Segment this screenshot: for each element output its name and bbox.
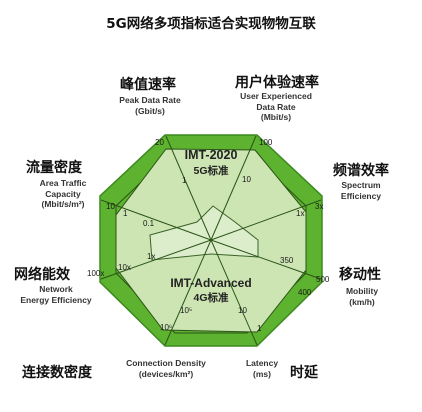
tick-energy-1x: 1x: [147, 252, 155, 261]
spoke-spectrum: [210, 199, 322, 241]
tick-mobility-500: 500: [316, 275, 330, 284]
4g-standard-label: 4G标准: [193, 291, 229, 304]
tick-mobility-350: 350: [280, 256, 294, 265]
label-density-en: Connection Density(devices/km²): [126, 358, 206, 379]
tick-energy-100x: 100x: [87, 269, 104, 278]
tick-peak-20: 20: [155, 138, 164, 147]
spoke-user: [210, 135, 257, 241]
label-density-cn: 连接数密度: [22, 365, 92, 381]
tick-density-10e5: 10⁵: [180, 306, 192, 315]
tick-spectrum-3x: 3x: [315, 202, 323, 211]
label-latency-cn: 时延: [290, 365, 318, 381]
spoke-peak: [165, 135, 212, 241]
label-energy-cn: 网络能效: [14, 267, 70, 283]
spoke-mobility: [210, 239, 322, 280]
label-peak-cn: 峰值速率: [120, 77, 176, 93]
spoke-energy: [100, 239, 212, 280]
tick-traffic-1: 1: [123, 209, 128, 218]
tick-density-10e6: 10⁶: [160, 323, 172, 332]
tick-energy-10x: 10x: [118, 263, 131, 272]
tick-peak-1: 1: [182, 176, 187, 185]
label-spectrum-cn: 频谱效率: [333, 163, 389, 179]
spoke-traffic: [100, 199, 212, 241]
spoke-density: [164, 239, 212, 346]
axis-spokes: [100, 135, 322, 346]
spoke-latency: [210, 239, 258, 346]
label-latency-en: Latency(ms): [245, 358, 279, 379]
imt2020-label: IMT-2020: [185, 148, 238, 162]
5g-standard-label: 5G标准: [193, 164, 229, 177]
diagram-title: 5G网络多项指标适合实现物物互联: [106, 16, 316, 32]
tick-spectrum-1x: 1x: [296, 209, 304, 218]
imt-advanced-label: IMT-Advanced: [170, 276, 251, 290]
label-mobility-en: Mobility(km/h): [345, 286, 379, 307]
label-peak-en: Peak Data Rate(Gbit/s): [119, 95, 181, 116]
tick-mobility-400: 400: [298, 288, 312, 297]
tick-latency-1: 1: [257, 324, 262, 333]
label-traffic-cn: 流量密度: [26, 160, 82, 176]
tick-latency-10: 10: [238, 306, 247, 315]
label-mobility-cn: 移动性: [339, 267, 381, 283]
tick-traffic-0.1: 0.1: [143, 219, 155, 228]
tick-traffic-10: 10: [106, 202, 115, 211]
tick-user-10: 10: [242, 175, 251, 184]
tick-user-100: 100: [259, 138, 273, 147]
label-user-cn: 用户体验速率: [235, 75, 319, 91]
